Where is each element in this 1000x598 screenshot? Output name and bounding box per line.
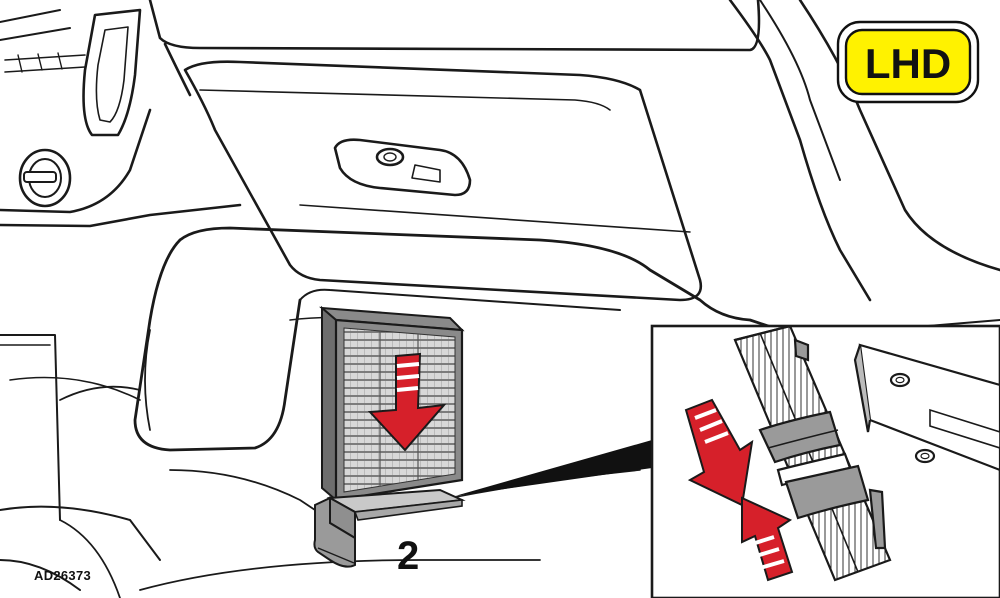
lhd-badge-label: LHD <box>865 40 951 87</box>
retaining-clip <box>758 410 870 520</box>
figure-reference-code: AD26373 <box>34 568 92 583</box>
lhd-badge: LHD <box>836 20 980 104</box>
step-number-label: 2 <box>397 534 420 578</box>
down-arrow-icon <box>367 352 447 452</box>
detail-inset <box>650 324 1000 598</box>
squeeze-arrows-icon <box>684 398 794 582</box>
callout-wedge <box>455 440 652 496</box>
filter-cover-part <box>313 488 466 568</box>
cabin-air-filter <box>319 305 465 503</box>
bracket-plate <box>853 343 1000 472</box>
